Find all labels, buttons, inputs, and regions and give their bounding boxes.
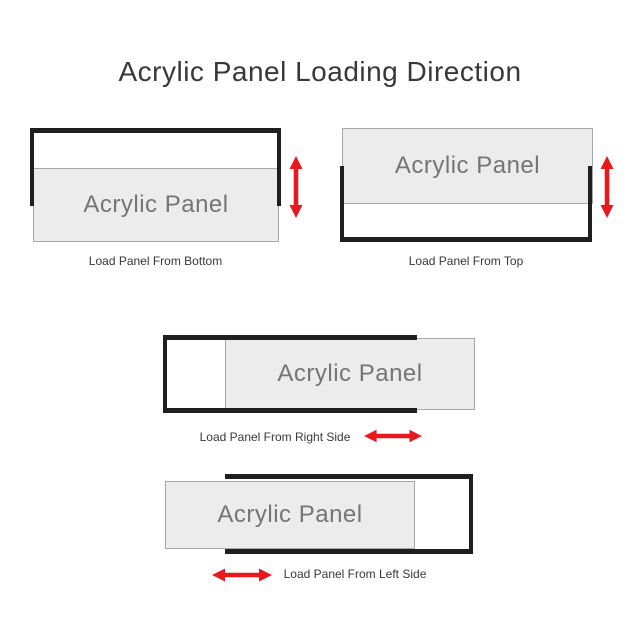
left-right-arrow-icon xyxy=(364,429,422,443)
panel-label: Acrylic Panel xyxy=(83,191,229,218)
left-right-arrow-icon xyxy=(212,568,272,582)
caption-load-from-bottom: Load Panel From Bottom xyxy=(88,254,223,268)
acrylic-panel-bottom-load: Acrylic Panel xyxy=(33,168,279,242)
panel-label: Acrylic Panel xyxy=(217,501,363,528)
panel-label: Acrylic Panel xyxy=(394,152,541,179)
caption-load-from-right-side: Load Panel From Right Side xyxy=(199,430,351,444)
up-down-arrow-icon xyxy=(600,156,614,218)
acrylic-panel-right-load: Acrylic Panel xyxy=(225,338,475,410)
panel-label: Acrylic Panel xyxy=(277,360,423,387)
acrylic-panel-left-load: Acrylic Panel xyxy=(165,481,415,549)
acrylic-panel-top-load: Acrylic Panel xyxy=(342,128,593,204)
page-title: Acrylic Panel Loading Direction xyxy=(118,56,522,87)
up-down-arrow-icon xyxy=(289,156,303,218)
caption-load-from-top: Load Panel From Top xyxy=(408,254,524,268)
caption-load-from-left-side: Load Panel From Left Side xyxy=(283,567,427,581)
